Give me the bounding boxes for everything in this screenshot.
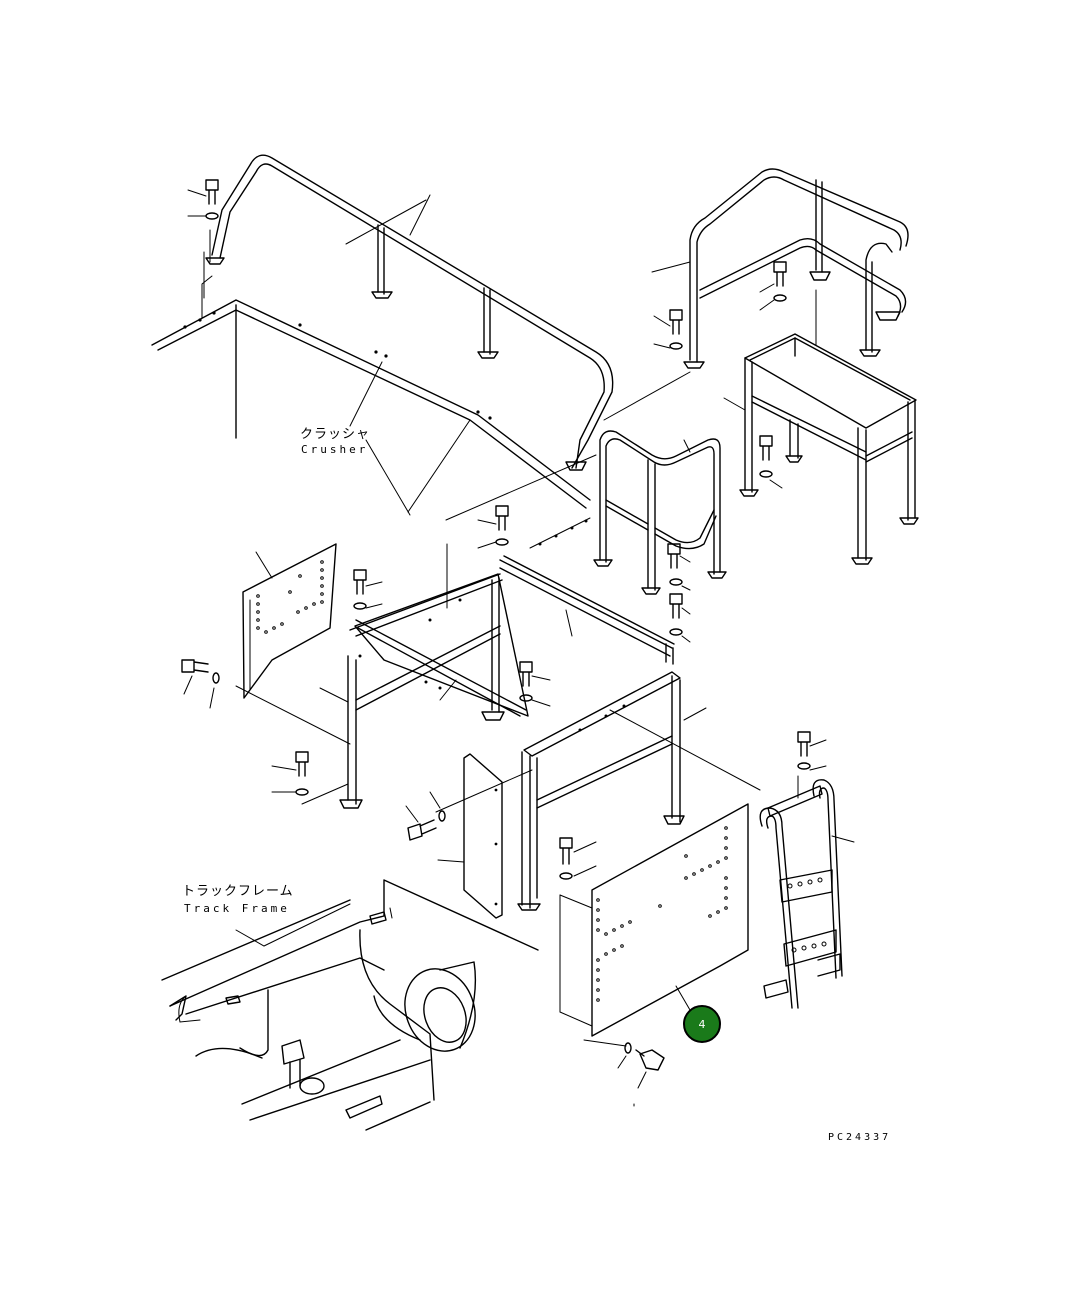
bolt-icon <box>759 435 783 489</box>
large-front-panel <box>559 803 749 1037</box>
bolt-icon <box>669 593 691 643</box>
right-rear-stand <box>723 333 919 565</box>
bolt-icon <box>405 791 446 841</box>
part-callout-number: 4 <box>698 1017 706 1031</box>
track-frame-label-jp: トラックフレーム <box>182 884 294 899</box>
bolt-icon <box>667 543 691 591</box>
ladder <box>759 775 855 1009</box>
crusher-label-en: Crusher <box>301 443 369 456</box>
bolt-icon <box>477 505 509 549</box>
track-frame <box>161 879 539 1131</box>
bolt-icon <box>271 751 309 796</box>
narrow-cover-panel <box>437 753 503 919</box>
bolt-icon <box>559 837 597 880</box>
bolt-icon <box>519 661 551 707</box>
top-handrail <box>205 154 614 471</box>
crusher-label-jp: クラッシャ <box>300 427 371 442</box>
bolt-icon <box>187 179 219 220</box>
bolt-icon <box>797 731 827 771</box>
drawing-number: PC24337 <box>828 1132 892 1143</box>
track-frame-label-en: Track Frame <box>184 902 290 915</box>
bolt-icon <box>617 1042 665 1089</box>
bolt-icon <box>653 309 683 350</box>
crusher-deck-edge <box>151 275 597 549</box>
front-stand-frame <box>517 671 761 911</box>
left-stand-frame <box>319 543 675 809</box>
bolt-icon <box>181 659 220 709</box>
front-small-handrail <box>593 430 727 595</box>
part-callout-4[interactable]: 4 <box>683 1005 721 1043</box>
left-cover-panel <box>242 543 337 699</box>
right-rear-handrail <box>603 168 909 421</box>
bolt-icon <box>353 569 383 610</box>
bolts-and-washers <box>181 179 827 1107</box>
bolt-icon <box>759 261 787 311</box>
